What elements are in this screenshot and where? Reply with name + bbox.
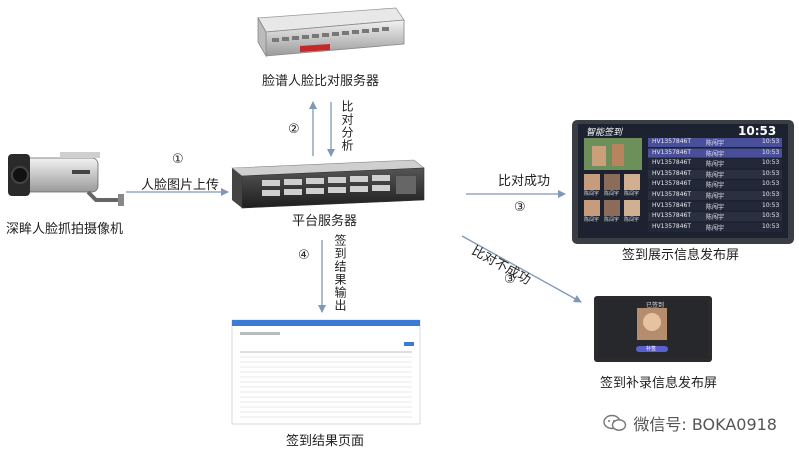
step-4-number: ④ bbox=[298, 248, 310, 263]
display-row-time: 10:53 bbox=[762, 212, 779, 219]
display-row-name: 陈闯宇 bbox=[706, 180, 724, 189]
display-row-name: 陈闯宇 bbox=[706, 212, 724, 221]
step-1-number: ① bbox=[172, 152, 184, 167]
compare-label: 比对分析 bbox=[339, 100, 356, 152]
display-row-time: 10:53 bbox=[762, 191, 779, 198]
display-thumb-photo bbox=[624, 200, 640, 216]
display-clock: 10:53 bbox=[738, 124, 776, 138]
result-page-thumbnail bbox=[232, 320, 420, 424]
display-thumb-photo bbox=[604, 174, 620, 190]
success-label: 比对成功 bbox=[498, 170, 550, 189]
supplement-screen-label: 签到补录信息发布屏 bbox=[600, 372, 717, 391]
display-row-id: HV1357846T bbox=[652, 170, 691, 177]
display-row-time: 10:53 bbox=[762, 223, 779, 230]
display-thumb-photo bbox=[584, 174, 600, 190]
display-row-id: HV1357846T bbox=[652, 202, 691, 209]
display-row-time: 10:53 bbox=[762, 138, 779, 145]
display-row-id: HV1357846T bbox=[652, 149, 691, 156]
step-3-success-number: ③ bbox=[514, 200, 526, 215]
step-3-fail-number: ③ bbox=[504, 272, 516, 287]
display-row-id: HV1357846T bbox=[652, 138, 691, 145]
display-row-id: HV1357846T bbox=[652, 180, 691, 187]
display-thumb-name: 陈闯宇 bbox=[604, 190, 619, 197]
display-thumb-name: 陈闯宇 bbox=[584, 216, 599, 223]
display-thumb-name: 陈闯宇 bbox=[584, 190, 599, 197]
camera-icon bbox=[8, 152, 124, 206]
platform-server-label: 平台服务器 bbox=[292, 210, 357, 229]
display-thumb-photo bbox=[584, 200, 600, 216]
display-row-id: HV1357846T bbox=[652, 191, 691, 198]
display-row-name: 陈闯宇 bbox=[706, 149, 724, 158]
display-row-id: HV1357846T bbox=[652, 212, 691, 219]
display-row-name: 陈闯宇 bbox=[706, 159, 724, 168]
platform-server-icon bbox=[232, 160, 424, 208]
display-thumb-name: 陈闯宇 bbox=[604, 216, 619, 223]
display-row-time: 10:53 bbox=[762, 202, 779, 209]
wechat-watermark: 微信号: BOKA0918 bbox=[603, 411, 777, 435]
display-row-time: 10:53 bbox=[762, 159, 779, 166]
display-row-name: 陈闯宇 bbox=[706, 202, 724, 211]
display-thumb-name: 陈闯宇 bbox=[624, 216, 639, 223]
display-brand: 智能签到 bbox=[586, 125, 622, 138]
result-page-label: 签到结果页面 bbox=[286, 430, 364, 449]
display-thumb-name: 陈闯宇 bbox=[624, 190, 639, 197]
display-row-name: 陈闯宇 bbox=[706, 170, 724, 179]
display-screen-label: 签到展示信息发布屏 bbox=[622, 244, 739, 263]
step-2-number: ② bbox=[288, 122, 300, 137]
display-row-name: 陈闯宇 bbox=[706, 191, 724, 200]
display-thumb-photo bbox=[624, 174, 640, 190]
face-server-label: 脸谱人脸比对服务器 bbox=[262, 70, 379, 89]
face-server-icon bbox=[258, 8, 404, 56]
wechat-icon bbox=[603, 414, 627, 432]
output-label: 签到结果输出 bbox=[332, 234, 349, 312]
display-thumb-photo bbox=[604, 200, 620, 216]
upload-label: 人脸图片上传 bbox=[141, 174, 219, 193]
display-row-id: HV1357846T bbox=[652, 223, 691, 230]
display-row-name: 陈闯宇 bbox=[706, 223, 724, 232]
camera-label: 深眸人脸抓拍摄像机 bbox=[6, 218, 123, 237]
display-row-name: 陈闯宇 bbox=[706, 138, 724, 147]
supplement-button[interactable]: 补签 bbox=[646, 345, 656, 352]
display-row-time: 10:53 bbox=[762, 149, 779, 156]
watermark-text: 微信号: BOKA0918 bbox=[633, 411, 777, 435]
display-row-id: HV1357846T bbox=[652, 159, 691, 166]
supplement-title: 已签到 bbox=[646, 300, 664, 309]
display-row-time: 10:53 bbox=[762, 170, 779, 177]
display-row-time: 10:53 bbox=[762, 180, 779, 187]
